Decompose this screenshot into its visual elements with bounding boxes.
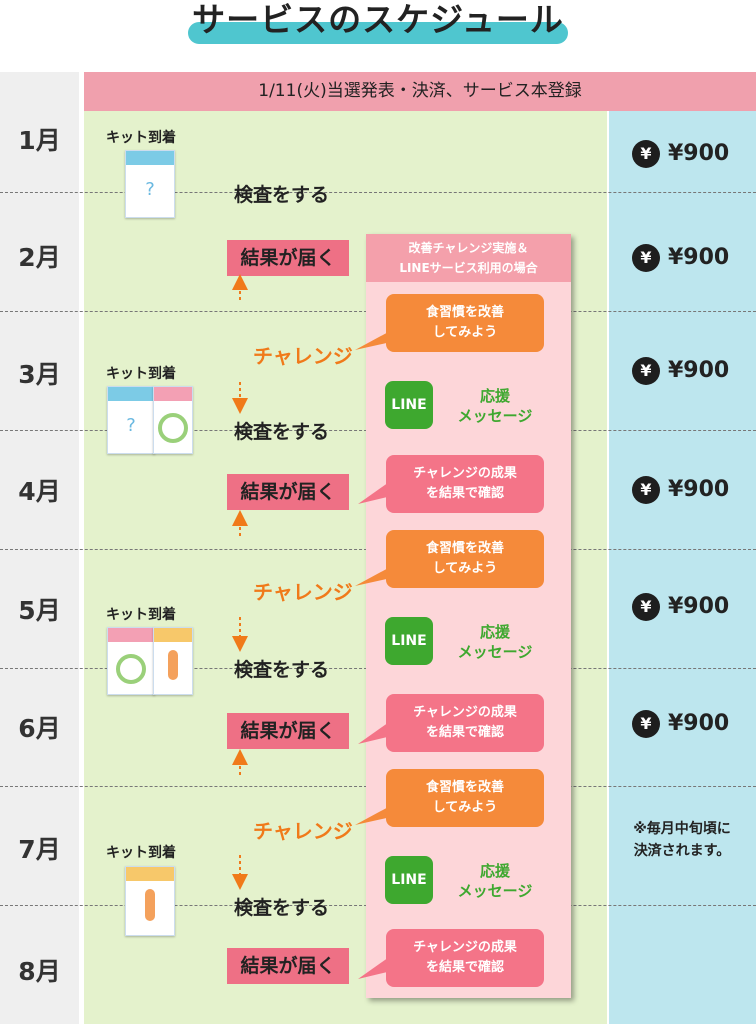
challenge-label: チャレンジ [253, 344, 353, 368]
confirm-result-bubble: チャレンジの成果を結果で確認 [386, 694, 544, 752]
yen-icon: ¥ [632, 244, 660, 272]
kit-image: ? [107, 386, 155, 454]
yen-icon: ¥ [632, 357, 660, 385]
challenge-label: チャレンジ [253, 819, 353, 843]
month-label: 1月 [18, 126, 61, 155]
habit-improve-bubble: 食習慣を改善してみよう [386, 530, 544, 588]
result-arrival-label: 結果が届く [227, 948, 349, 984]
line-logo-icon: LINE [385, 856, 433, 904]
challenge-header-line2: LINEサービス利用の場合 [399, 261, 538, 275]
yen-icon: ¥ [632, 710, 660, 738]
kit-arrival-label: キット到着 [106, 845, 176, 861]
month-label: 3月 [18, 360, 61, 389]
kit-image [153, 386, 193, 454]
month-label: 6月 [18, 714, 61, 743]
line-logo-icon: LINE [385, 381, 433, 429]
month-label: 2月 [18, 243, 61, 272]
kit-arrival-label: キット到着 [106, 366, 176, 382]
challenge-box-header: 改善チャレンジ実施＆ LINEサービス利用の場合 [366, 234, 571, 282]
announcement-banner: 1/11(火)当選発表・決済、サービス本登録 [84, 72, 756, 111]
habit-improve-bubble: 食習慣を改善してみよう [386, 769, 544, 827]
exam-step: 検査をする [234, 184, 330, 206]
line-support-message: 応援メッセージ [457, 623, 533, 661]
result-arrival-label: 結果が届く [227, 713, 349, 749]
result-arrival-label: 結果が届く [227, 474, 349, 510]
month-column [0, 72, 79, 1024]
exam-step: 検査をする [234, 897, 330, 919]
payment-note: ※毎月中旬頃に 決済されます。 [633, 821, 731, 859]
month-label: 4月 [18, 477, 61, 506]
kit-image [107, 627, 155, 695]
yen-icon: ¥ [632, 476, 660, 504]
confirm-result-bubble: チャレンジの成果を結果で確認 [386, 455, 544, 513]
yen-icon: ¥ [632, 593, 660, 621]
kit-arrival-label: キット到着 [106, 607, 176, 623]
kit-image: ? [125, 150, 175, 218]
month-label: 8月 [18, 957, 61, 986]
kit-arrival-label: キット到着 [106, 130, 176, 146]
exam-step: 検査をする [234, 421, 330, 443]
line-support-message: 応援メッセージ [457, 387, 533, 425]
line-support-message: 応援メッセージ [457, 862, 533, 900]
line-logo-icon: LINE [385, 617, 433, 665]
month-label: 7月 [18, 835, 61, 864]
yen-icon: ¥ [632, 140, 660, 168]
exam-step: 検査をする [234, 659, 330, 681]
kit-image [153, 627, 193, 695]
month-label: 5月 [18, 596, 61, 625]
habit-improve-bubble: 食習慣を改善してみよう [386, 294, 544, 352]
result-arrival-label: 結果が届く [227, 240, 349, 276]
page-title: サービスのスケジュール [192, 0, 564, 39]
challenge-label: チャレンジ [253, 580, 353, 604]
challenge-header-line1: 改善チャレンジ実施＆ [408, 241, 529, 255]
confirm-result-bubble: チャレンジの成果を結果で確認 [386, 929, 544, 987]
title-highlight [188, 22, 568, 44]
kit-image [125, 866, 175, 936]
month-divider [0, 192, 756, 193]
